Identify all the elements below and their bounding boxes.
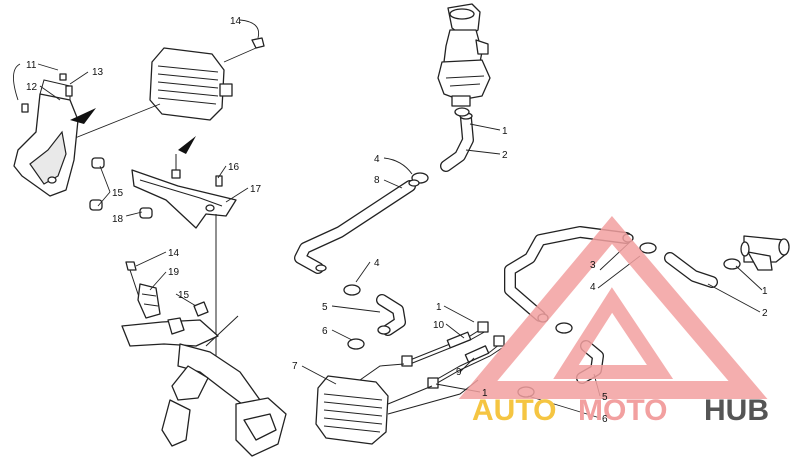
callout-15: 15 bbox=[112, 188, 124, 199]
hose-short-right bbox=[664, 252, 718, 288]
callout-1: 1 bbox=[482, 388, 488, 399]
callout-15: 15 bbox=[178, 290, 190, 301]
clip bbox=[193, 301, 209, 317]
callout-3: 3 bbox=[590, 260, 596, 271]
callout-4: 4 bbox=[374, 258, 380, 269]
callout-11: 11 bbox=[26, 60, 37, 71]
chassis-frame bbox=[121, 315, 287, 457]
hose-clamp bbox=[555, 242, 741, 334]
callout-labels: 1 2 4 8 4 5 6 1 10 7 9 1 3 4 1 2 5 6 14 … bbox=[26, 16, 768, 425]
callout-1: 1 bbox=[436, 302, 442, 313]
callout-8: 8 bbox=[374, 175, 380, 186]
grommet bbox=[89, 157, 153, 219]
callout-1: 1 bbox=[502, 126, 508, 137]
watermark-word-auto: AUTO bbox=[472, 394, 556, 427]
callout-18: 18 bbox=[112, 214, 124, 225]
spacer-bracket bbox=[137, 283, 161, 319]
mounting-bracket bbox=[13, 79, 79, 197]
hose-long-left bbox=[294, 179, 420, 274]
oil-line-upper bbox=[401, 321, 489, 367]
hose-clamp bbox=[343, 284, 361, 296]
hose-clamp bbox=[411, 107, 470, 184]
callout-2: 2 bbox=[762, 308, 768, 319]
callout-5: 5 bbox=[322, 302, 328, 313]
coolant-fitting-right bbox=[740, 235, 790, 271]
callout-17: 17 bbox=[250, 184, 262, 195]
support-bracket bbox=[131, 154, 237, 364]
hose-short-upper bbox=[440, 112, 474, 172]
callout-12: 12 bbox=[26, 82, 38, 93]
bolt bbox=[125, 261, 141, 301]
callout-14: 14 bbox=[230, 16, 242, 27]
watermark-logo: AUTO MOTO HUB bbox=[458, 216, 769, 427]
oil-cooler-lower bbox=[315, 363, 479, 445]
callout-10: 10 bbox=[433, 320, 445, 331]
thermostat-housing bbox=[437, 3, 491, 107]
callout-4: 4 bbox=[374, 154, 380, 165]
arrow-marker bbox=[70, 108, 196, 154]
watermark-word-moto: MOTO bbox=[578, 394, 667, 427]
callout-14: 14 bbox=[168, 248, 180, 259]
callout-1: 1 bbox=[762, 286, 768, 297]
leader-lines bbox=[13, 19, 763, 419]
oil-line-lower bbox=[427, 335, 505, 389]
callout-4: 4 bbox=[590, 282, 596, 293]
callout-13: 13 bbox=[92, 67, 104, 78]
hose-clamp bbox=[347, 338, 365, 350]
callout-6: 6 bbox=[322, 326, 328, 337]
bolt bbox=[21, 73, 73, 113]
watermark-word-hub: HUB bbox=[704, 394, 769, 427]
callout-6: 6 bbox=[602, 414, 608, 425]
callout-16: 16 bbox=[228, 162, 240, 173]
hose-elbow-center bbox=[376, 294, 406, 336]
callout-7: 7 bbox=[292, 361, 298, 372]
callout-19: 19 bbox=[168, 267, 180, 278]
bolt bbox=[69, 37, 265, 141]
callout-2: 2 bbox=[502, 150, 508, 161]
callout-9: 9 bbox=[456, 367, 462, 378]
oil-cooler-upper bbox=[149, 47, 233, 121]
callout-5: 5 bbox=[602, 392, 608, 403]
